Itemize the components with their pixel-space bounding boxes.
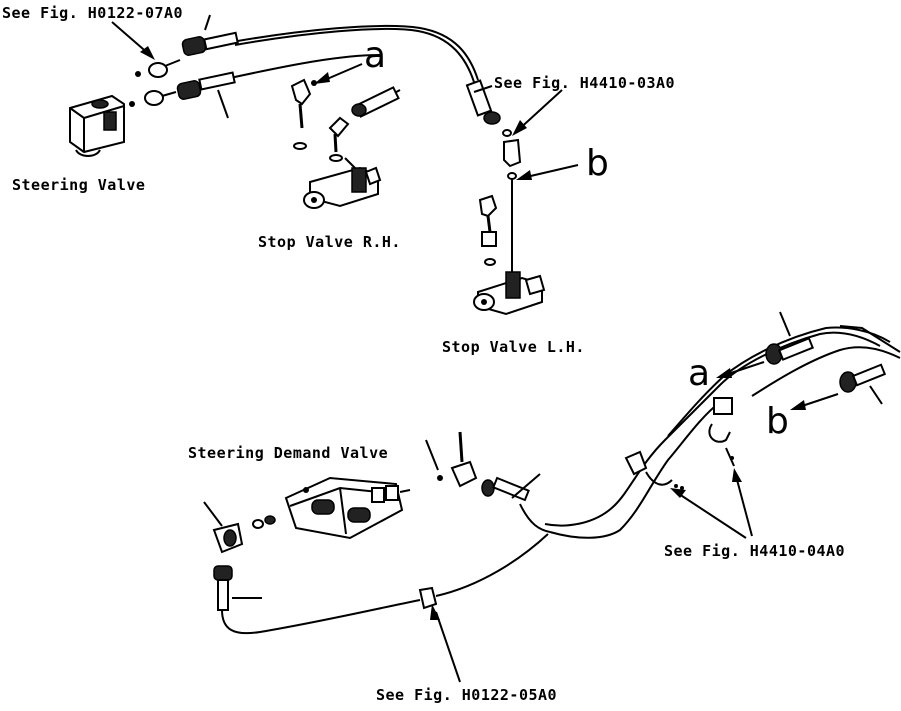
lower-hose-end-fitting-b [839, 363, 887, 405]
marker-a-bottom-arrow [716, 361, 765, 378]
see-fig-h0122-05a0-label: See Fig. H0122-05A0 [376, 686, 558, 704]
lower-hose-left [213, 533, 549, 635]
marker-a-top-arrow [314, 63, 363, 84]
demand-valve-left-fittings [203, 501, 276, 554]
steering-demand-valve-label: Steering Demand Valve [188, 444, 389, 462]
see-fig-h4410-03a0-arrow [512, 89, 563, 136]
stop-valve-lh-fittings [478, 194, 498, 266]
stop-valve-rh-fittings [290, 78, 401, 162]
marker-b-top-arrow [516, 164, 579, 180]
clamp-middle [624, 450, 684, 490]
steering-valve-connectors [129, 59, 181, 107]
upper-hose-2-end-fitting [176, 71, 236, 119]
stop-valve-lh-label: Stop Valve L.H. [442, 338, 585, 356]
stop-valve-lh-elbow [502, 129, 522, 278]
see-fig-h0122-07a0-label: See Fig. H0122-07A0 [2, 4, 184, 22]
lower-hose-end-fitting-a [765, 311, 815, 365]
stop-valve-rh-label: Stop Valve R.H. [258, 233, 401, 251]
see-fig-h4410-03a0-label: See Fig. H4410-03A0 [494, 74, 676, 92]
upper-hose-1 [231, 24, 479, 83]
upper-hose-2 [229, 54, 381, 79]
lower-hose-right [544, 325, 901, 539]
clamp-upper [708, 397, 735, 467]
marker-a-top: a [364, 35, 387, 76]
marker-b-top: b [586, 143, 609, 184]
stop-valve-rh [303, 157, 382, 209]
steering-valve [69, 94, 125, 157]
steering-valve-label: Steering Valve [12, 176, 146, 194]
marker-b-bottom: b [766, 401, 789, 442]
marker-a-bottom: a [688, 353, 711, 394]
steering-demand-valve [284, 476, 411, 540]
marker-b-bottom-arrow [790, 393, 839, 410]
stop-valve-lh [473, 271, 546, 316]
stop-valve-lh-upper-fitting [465, 79, 501, 125]
see-fig-h4410-04a0-label: See Fig. H4410-04A0 [664, 542, 846, 560]
demand-valve-right-fittings [425, 431, 551, 533]
see-fig-h0122-07a0-arrow [111, 21, 155, 60]
upper-hose-1-end-fitting [181, 14, 239, 56]
see-fig-h4410-04a0-arrows [670, 468, 753, 539]
see-fig-h0122-05a0-arrow [430, 604, 461, 683]
